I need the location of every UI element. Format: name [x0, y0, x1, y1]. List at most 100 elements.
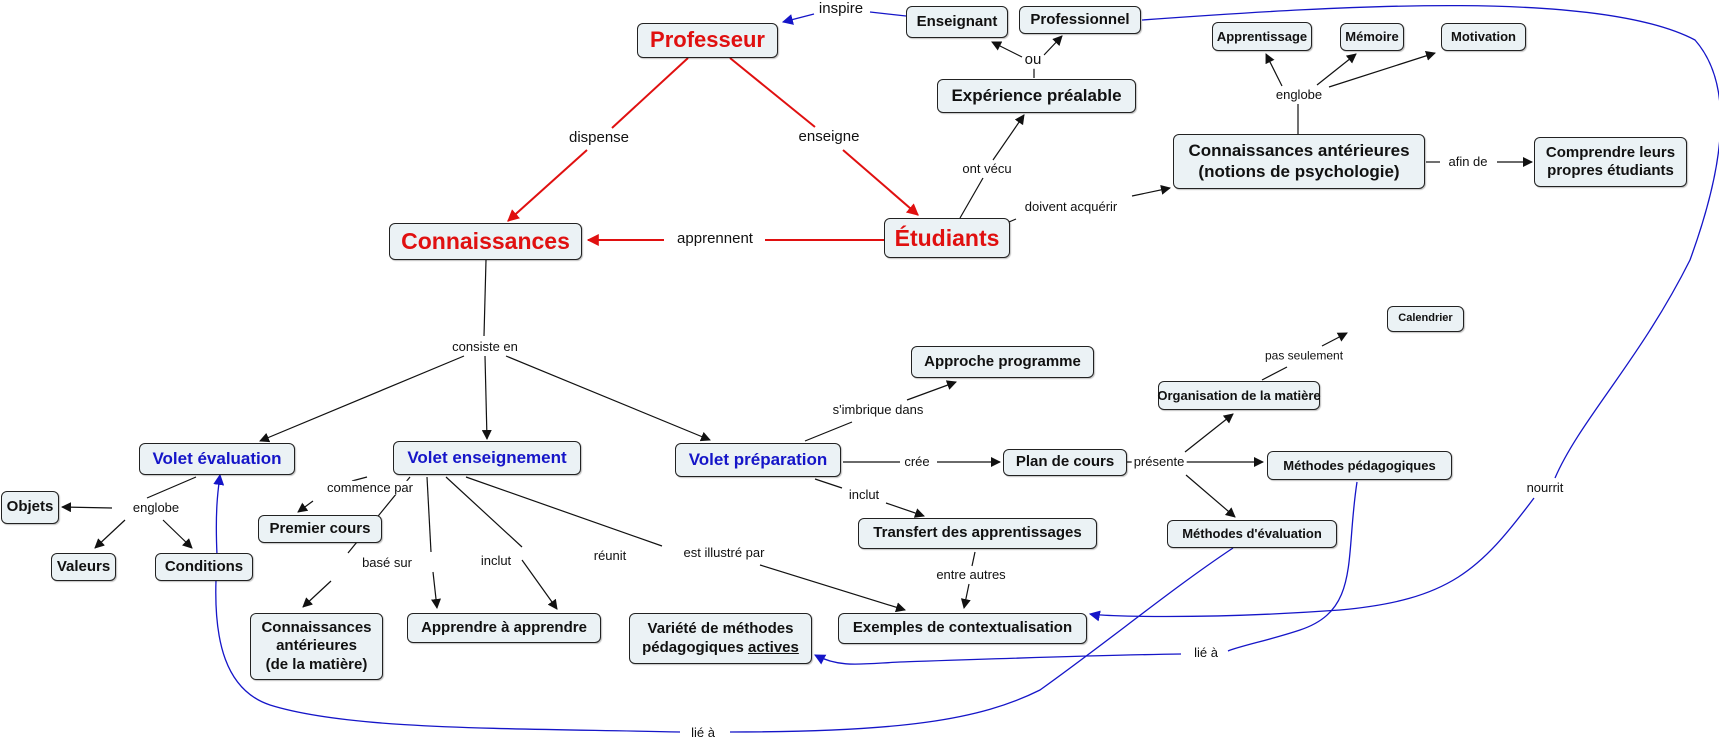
link-line: [814, 478, 843, 489]
link-line: [94, 519, 126, 549]
link-line: [991, 41, 1023, 58]
link-line: [869, 11, 907, 17]
link-line: [1141, 4, 1719, 479]
link-line: [426, 476, 432, 553]
node-volet-preparation[interactable]: Volet préparation: [675, 443, 841, 477]
link-label-inspire: inspire: [816, 0, 866, 18]
node-objets[interactable]: Objets: [1, 491, 59, 524]
link-line: [507, 149, 588, 222]
link-line: [729, 57, 816, 128]
node-text-line: (de la matière): [265, 655, 368, 673]
link-label-presente: présente: [1131, 453, 1187, 470]
node-memoire[interactable]: Mémoire: [1340, 23, 1404, 51]
node-premier-cours[interactable]: Premier cours: [258, 515, 382, 543]
node-organisation-matiere[interactable]: Organisation de la matière: [1157, 381, 1321, 410]
node-variete-methodes[interactable]: Variété de méthodes pédagogiques actives: [629, 613, 812, 664]
link-label-enseigne: enseigne: [796, 127, 862, 146]
link-line: [1316, 53, 1357, 86]
node-text-line: Variété de méthodes: [647, 620, 794, 638]
node-methodes-pedagogiques[interactable]: Méthodes pédagogiques: [1267, 451, 1452, 480]
link-line: [1131, 184, 1171, 197]
link-line: [729, 547, 1234, 733]
link-line: [842, 149, 919, 216]
link-label-dispense: dispense: [566, 128, 632, 147]
node-text-line: propres étudiants: [1547, 162, 1674, 179]
node-volet-enseignement[interactable]: Volet enseignement: [393, 441, 581, 475]
link-line: [521, 559, 558, 610]
node-text-line: antérieures: [276, 637, 357, 655]
node-valeurs[interactable]: Valeurs: [51, 553, 116, 581]
link-label-simbrique-dans: s'imbrique dans: [830, 401, 926, 418]
node-text-line: pédagogiques actives: [642, 639, 799, 657]
node-experience-prealable[interactable]: Expérience préalable: [937, 79, 1136, 113]
node-exemples-contextualisation[interactable]: Exemples de contextualisation: [838, 613, 1087, 644]
node-volet-evaluation[interactable]: Volet évaluation: [139, 443, 295, 475]
link-line: [431, 571, 441, 609]
link-label-englobe-psychologie: englobe: [1273, 86, 1325, 103]
link-label-inclut-enseignement: inclut: [478, 552, 514, 569]
link-label-lie-a-bottom: lié à: [689, 724, 717, 741]
node-motivation[interactable]: Motivation: [1441, 23, 1526, 51]
link-line: [61, 502, 113, 513]
node-conditions[interactable]: Conditions: [155, 553, 253, 581]
node-connaissances[interactable]: Connaissances: [389, 223, 582, 260]
node-comprendre-etudiants[interactable]: Comprendre leurs propres étudiants: [1534, 137, 1687, 187]
link-label-base-sur: basé sur: [360, 554, 414, 571]
node-approche-programme[interactable]: Approche programme: [911, 346, 1094, 378]
link-label-consiste-en: consiste en: [450, 338, 520, 355]
link-line: [1321, 332, 1348, 347]
link-label-englobe-evaluation: englobe: [130, 499, 182, 516]
link-label-doivent-acquerir: doivent acquérir: [1022, 198, 1120, 215]
link-label-lie-a-right: lié à: [1192, 644, 1220, 661]
link-label-reunit: réunit: [591, 547, 629, 564]
link-label-apprennent: apprennent: [675, 229, 755, 248]
node-methodes-evaluation[interactable]: Méthodes d'évaluation: [1167, 520, 1337, 548]
link-line: [906, 380, 957, 401]
link-line: [1008, 218, 1017, 223]
link-line: [505, 355, 711, 442]
link-line: [483, 259, 487, 337]
link-line: [162, 519, 193, 549]
link-label-ou: ou: [1022, 50, 1044, 69]
node-transfert-apprentissages[interactable]: Transfert des apprentissages: [858, 518, 1097, 549]
link-label-cree: crée: [902, 453, 932, 470]
node-calendrier[interactable]: Calendrier: [1387, 306, 1464, 332]
link-line: [814, 653, 1182, 665]
link-label-ont-vecu: ont vécu: [960, 160, 1014, 177]
link-line: [1328, 50, 1436, 88]
link-line: [465, 476, 663, 547]
node-text-line: Comprendre leurs: [1545, 143, 1676, 161]
link-label-commence-par: commence par: [325, 479, 415, 496]
link-line: [759, 564, 906, 613]
link-line: [481, 355, 492, 440]
link-label-entre-autres: entre autres: [934, 566, 1008, 583]
link-line: [1184, 413, 1234, 453]
node-connaissances-anterieures-psychologie[interactable]: Connaissances antérieures (notions de ps…: [1173, 134, 1425, 189]
link-line: [1227, 481, 1358, 652]
link-line: [351, 476, 368, 482]
node-connaissances-anterieures-matiere[interactable]: Connaissances antérieures (de la matière…: [250, 613, 383, 680]
link-line: [259, 355, 465, 443]
link-line: [215, 579, 681, 733]
link-line: [781, 13, 815, 25]
node-etudiants[interactable]: Étudiants: [884, 218, 1010, 258]
node-text-part: pédagogiques: [642, 638, 748, 656]
link-line: [1265, 53, 1283, 87]
node-enseignant[interactable]: Enseignant: [906, 6, 1008, 38]
link-label-est-illustre-par: est illustré par: [681, 544, 767, 561]
node-apprendre-a-apprendre[interactable]: Apprendre à apprendre: [407, 613, 601, 643]
link-line: [1043, 35, 1063, 56]
node-plan-de-cours[interactable]: Plan de cours: [1003, 449, 1127, 476]
link-line: [992, 114, 1025, 161]
link-line: [804, 421, 853, 442]
node-text-line: Connaissances antérieures: [1188, 140, 1410, 160]
node-professionnel[interactable]: Professionnel: [1019, 6, 1141, 34]
link-line: [297, 500, 314, 513]
node-apprentissage[interactable]: Apprentissage: [1212, 22, 1312, 51]
node-text-line: Connaissances: [261, 619, 372, 637]
link-label-nourrit: nourrit: [1524, 479, 1566, 496]
link-line: [213, 473, 225, 556]
node-professeur[interactable]: Professeur: [637, 23, 778, 58]
